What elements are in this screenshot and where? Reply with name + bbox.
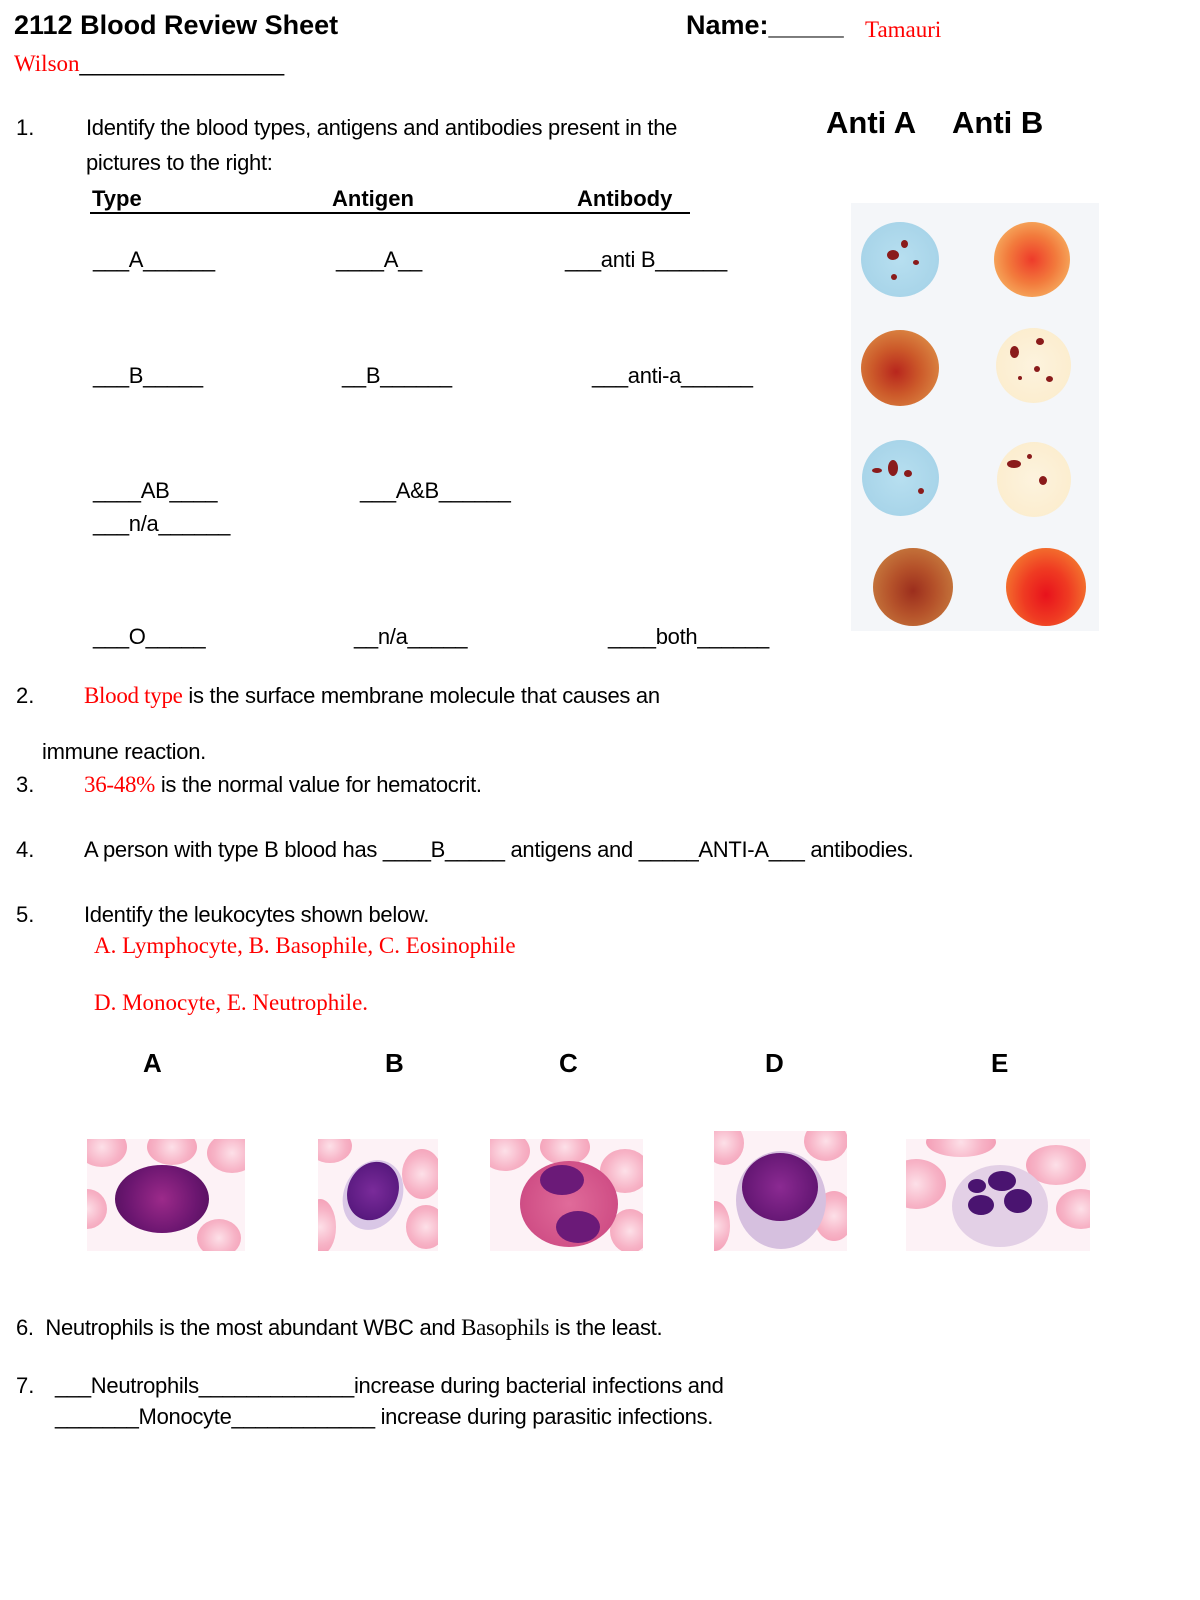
q5-answer-line1: A. Lymphocyte, B. Basophile, C. Eosinoph… — [94, 933, 516, 958]
q6-part1: Neutrophils is the most abundant WBC and — [45, 1315, 462, 1340]
row3-type: ____AB____ — [93, 478, 218, 503]
q2-number: 2. — [16, 683, 35, 708]
q1-prompt-line1: Identify the blood types, antigens and a… — [86, 115, 678, 140]
q1-table-header: Type Antigen Antibody — [90, 186, 690, 214]
q2-continuation: immune reaction. — [42, 739, 206, 764]
cell-letter-c: C — [559, 1048, 578, 1078]
col-antibody: Antibody — [577, 186, 673, 211]
row2-type: ___B_____ — [93, 363, 203, 388]
q5-prompt: Identify the leukocytes shown below. — [84, 902, 430, 927]
well-anti-a-row2-smooth — [861, 330, 939, 406]
row4-antibody: ____both______ — [608, 624, 769, 649]
q4-text: A person with type B blood has ____B____… — [84, 837, 914, 862]
row2-antigen: __B______ — [342, 363, 452, 388]
q6-answer: Basophils — [461, 1315, 550, 1340]
well-anti-b-row3-agglutinated — [997, 442, 1071, 517]
student-first-name: Tamauri — [865, 17, 942, 42]
col-antigen: Antigen — [332, 186, 414, 211]
well-anti-a-row4-smooth — [873, 548, 953, 626]
q5-answer-line2: D. Monocyte, E. Neutrophile. — [94, 990, 369, 1015]
q7-line1: ___Neutrophils_____________increase duri… — [55, 1373, 724, 1398]
blood-typing-slide-image — [851, 203, 1099, 631]
row4-antigen: __n/a_____ — [354, 624, 468, 649]
row4-type: ___O_____ — [93, 624, 206, 649]
q7-line2: _______Monocyte____________ increase dur… — [55, 1404, 714, 1429]
q6-text: 6. Neutrophils is the most abundant WBC … — [16, 1315, 663, 1341]
well-anti-b-row2-agglutinated — [996, 328, 1071, 403]
well-anti-a-row1-agglutinated — [861, 222, 939, 297]
q2-statement: is the surface membrane molecule that ca… — [182, 683, 660, 708]
q2-answer: Blood type — [84, 683, 183, 708]
anti-a-label: Anti A — [826, 105, 917, 140]
row1-antigen: ____A__ — [336, 247, 422, 272]
row3-antigen: ___A&B______ — [360, 478, 511, 503]
row1-type: ___A______ — [93, 247, 215, 272]
q5-number: 5. — [16, 902, 35, 927]
cell-letter-e: E — [991, 1048, 1009, 1078]
well-anti-b-row1-smooth — [994, 222, 1070, 297]
page-title: 2112 Blood Review Sheet — [14, 10, 339, 40]
well-anti-a-row3-agglutinated — [862, 440, 939, 516]
lymphocyte-image — [87, 1139, 245, 1251]
well-anti-b-row4-smooth — [1006, 548, 1086, 626]
neutrophil-image — [906, 1139, 1090, 1251]
last-name-blank: ________________ — [79, 50, 285, 76]
student-last-name-line: Wilson________________ — [14, 50, 284, 77]
row2-antibody: ___anti-a______ — [592, 363, 753, 388]
q3-number: 3. — [16, 772, 35, 797]
student-last-name: Wilson — [14, 51, 80, 76]
q1-prompt-line2: pictures to the right: — [86, 150, 273, 175]
q3-text: 36-48% is the normal value for hematocri… — [84, 772, 482, 798]
anti-b-label: Anti B — [952, 105, 1044, 140]
basophil-image — [318, 1139, 438, 1251]
q3-answer: 36-48% — [84, 772, 156, 797]
row3-antibody: ___n/a______ — [93, 511, 231, 536]
q4-number: 4. — [16, 837, 35, 862]
q3-statement: is the normal value for hematocrit. — [155, 772, 482, 797]
row1-antibody: ___anti B______ — [565, 247, 727, 272]
cell-letter-b: B — [385, 1048, 404, 1078]
q7-number: 7. — [16, 1373, 35, 1398]
eosinophil-image — [490, 1139, 643, 1251]
cell-letter-d: D — [765, 1048, 784, 1078]
name-label: Name:_____ — [686, 10, 844, 40]
q2-text: Blood type is the surface membrane molec… — [84, 683, 660, 709]
col-type: Type — [92, 186, 142, 211]
q1-number: 1. — [16, 115, 35, 140]
q6-number: 6. — [16, 1315, 34, 1340]
cell-letter-a: A — [143, 1048, 162, 1078]
monocyte-image — [714, 1131, 847, 1251]
q6-part2: is the least. — [549, 1315, 663, 1340]
